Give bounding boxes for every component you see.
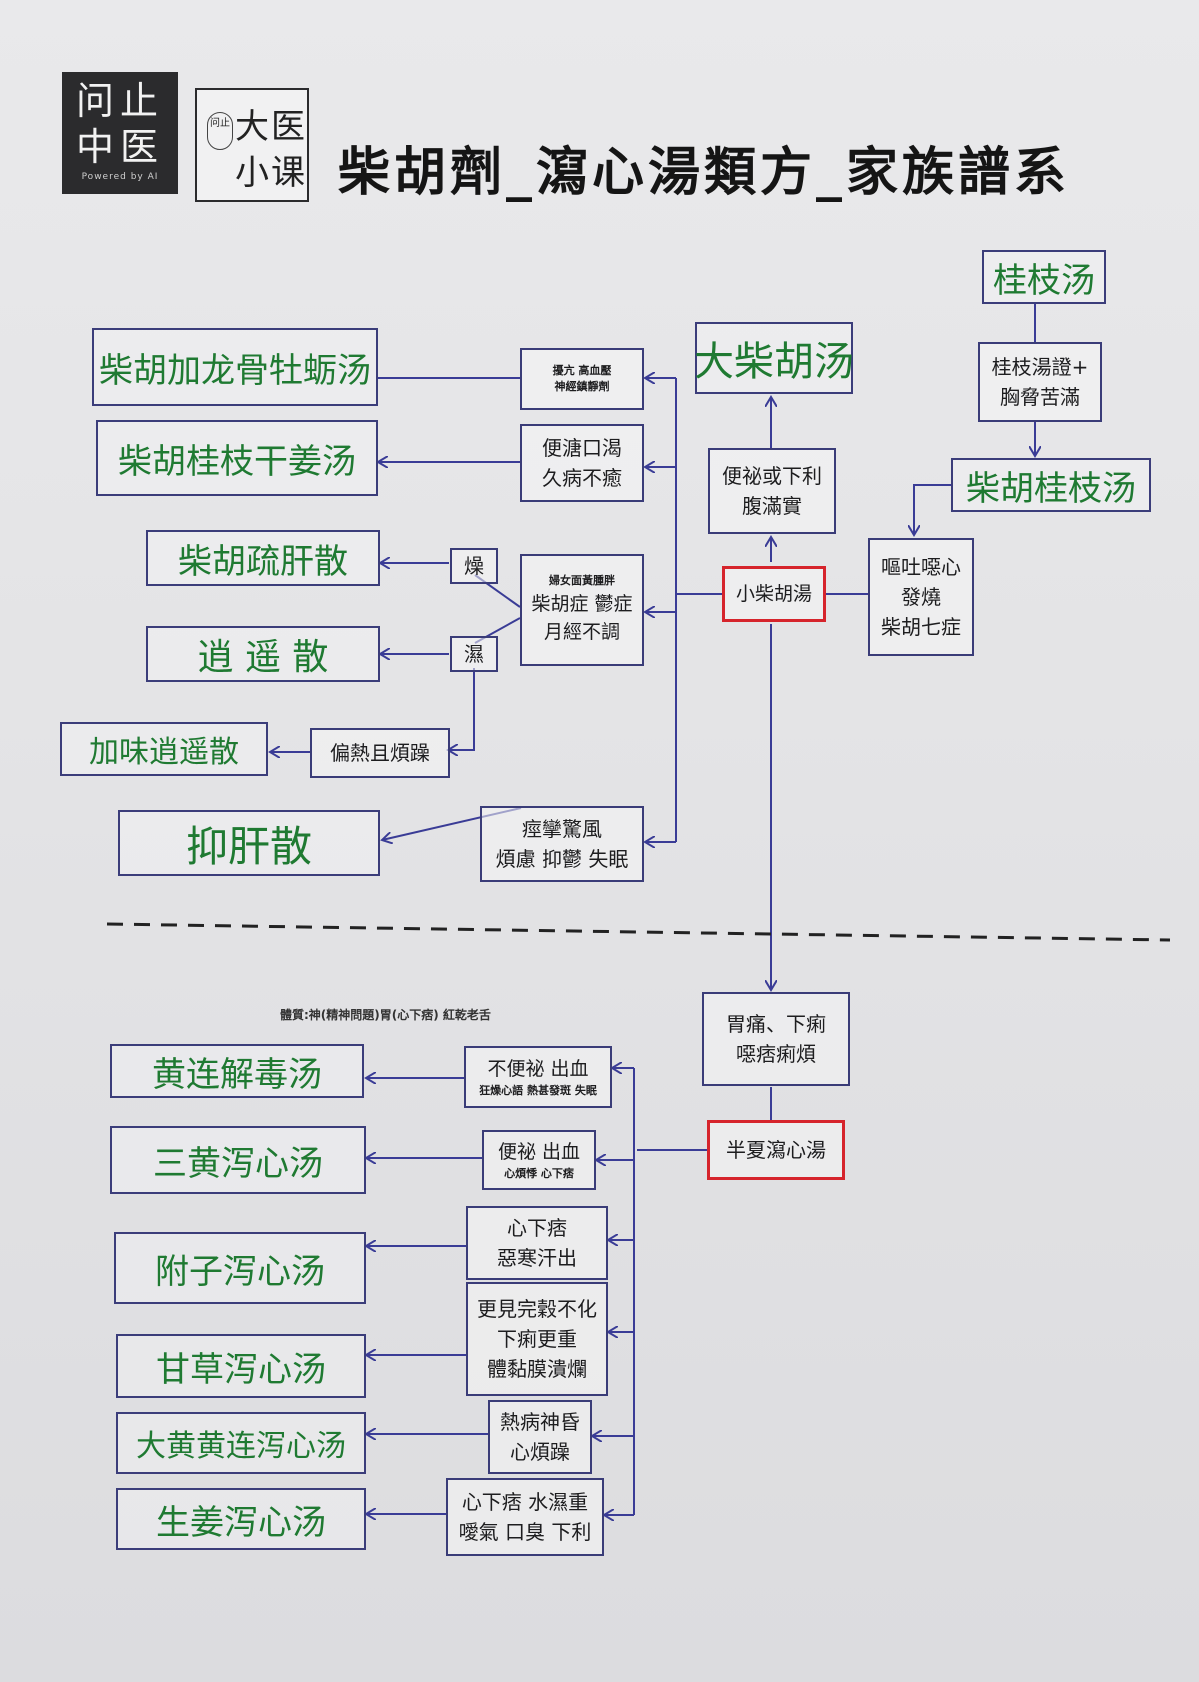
chai-hu-shu-gan-san: 柴胡疏肝散 xyxy=(146,530,380,586)
yi-gan-san: 抑肝散 xyxy=(118,810,380,876)
heat-condition: 偏熱且煩躁 xyxy=(310,728,450,778)
daiyi-logo: 问止 大医 小课 xyxy=(195,88,309,202)
logo-tagline: Powered by AI xyxy=(81,172,159,182)
condition-loose-stool: 便溏口渴 久病不癒 xyxy=(520,424,644,502)
chai-hu-gui-zhi-tang: 柴胡桂枝汤 xyxy=(951,458,1151,512)
sheng-jiang-xie-xin-tang: 生姜泻心汤 xyxy=(116,1488,366,1550)
damp-tag: 濕 xyxy=(450,636,498,672)
section-divider xyxy=(106,922,1171,942)
dry-tag: 燥 xyxy=(450,548,498,584)
fu-zi-xie-xin-tang: 附子泻心汤 xyxy=(114,1232,366,1304)
xiao-yao-san: 逍 遥 散 xyxy=(146,626,380,682)
xiao-chai-hu-tang-center: 小柴胡湯 xyxy=(722,566,826,622)
condition-fever-coma: 熱病神昏 心煩躁 xyxy=(488,1400,592,1474)
gui-zhi-condition: 桂枝湯證+ 胸脅苦滿 xyxy=(978,342,1102,422)
da-condition: 便祕或下利 腹滿實 xyxy=(708,448,836,534)
logo2-line1: 大医 xyxy=(235,107,307,147)
condition-convulsion: 痙攣驚風 煩慮 抑鬱 失眠 xyxy=(480,806,644,882)
chai-hu-gui-zhi-gan-jiang-tang: 柴胡桂枝干姜汤 xyxy=(96,420,378,496)
gui-zhi-tang: 桂枝汤 xyxy=(982,250,1106,304)
logo-seal: 问止 xyxy=(207,112,233,150)
condition-constipation-bleeding: 便祕 出血 心煩悸 心下痞 xyxy=(482,1130,596,1190)
jia-wei-xiao-yao-san: 加味逍遥散 xyxy=(60,722,268,776)
condition-chai-hu-syndrome: 婦女面黃腫胖 柴胡症 鬱症 月經不調 xyxy=(520,554,644,666)
constitution-note: 體質:神(精神問題)胃(心下痞) 紅乾老舌 xyxy=(280,1008,491,1022)
logo-line1: 问止 xyxy=(75,79,164,123)
condition-cold-sweat: 心下痞 惡寒汗出 xyxy=(466,1206,608,1280)
da-huang-huang-lian-xie-xin-tang: 大黄黄连泻心汤 xyxy=(116,1412,366,1474)
condition-damp-belching: 心下痞 水濕重 噯氣 口臭 下利 xyxy=(446,1478,604,1556)
page-title: 柴胡劑_瀉心湯類方_家族譜系 xyxy=(338,143,1071,203)
da-chai-hu-tang: 大柴胡汤 xyxy=(694,322,854,394)
wenzhi-logo: 问止 中医 Powered by AI xyxy=(62,72,178,194)
chai-hu-long-gu-mu-li-tang: 柴胡加龙骨牡蛎汤 xyxy=(92,328,378,406)
ban-xia-xie-xin-tang-center: 半夏瀉心湯 xyxy=(707,1120,845,1180)
xiao-symptoms: 嘔吐噁心 發燒 柴胡七症 xyxy=(868,538,974,656)
san-huang-xie-xin-tang: 三黄泻心汤 xyxy=(110,1126,366,1194)
gan-cao-xie-xin-tang: 甘草泻心汤 xyxy=(116,1334,366,1398)
logo2-line2: 小课 xyxy=(235,153,307,193)
logo-line2: 中医 xyxy=(75,125,164,169)
condition-no-constipation-bleeding: 不便祕 出血 狂燥心語 熱甚發斑 失眠 xyxy=(464,1046,612,1108)
condition-hypertension: 擾亢 高血壓 神經鎮靜劑 xyxy=(520,348,644,410)
ban-xia-condition: 胃痛、下痢 噁痞痢煩 xyxy=(702,992,850,1086)
condition-undigested-food: 更見完穀不化 下痢更重 體黏膜潰爛 xyxy=(466,1282,608,1396)
huang-lian-jie-du-tang: 黄连解毒汤 xyxy=(110,1044,364,1098)
